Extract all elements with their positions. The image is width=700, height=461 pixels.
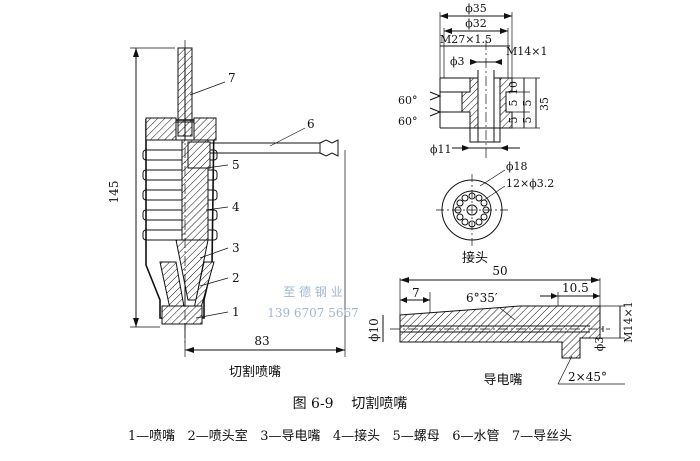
dim-d11: ϕ11: [430, 143, 452, 156]
dim-h35: 35: [538, 97, 551, 111]
dim-m14-electrode: M14×1: [622, 301, 635, 342]
dim-d35: ϕ35: [465, 2, 487, 15]
dim-h5b: 5: [521, 100, 534, 107]
watermark-company: 至 德 钢 业: [283, 284, 342, 299]
callout-2: 2: [232, 271, 240, 285]
callout-1: 1: [232, 305, 240, 319]
parts-legend: 1—喷嘴 2—喷头室 3—导电嘴 4—接头 5—螺母 6—水管 7—导丝头: [128, 428, 572, 444]
dim-m14: M14×1: [506, 45, 547, 58]
dim-width-83: 83: [254, 334, 269, 348]
electrode-view-title: 导电嘴: [483, 373, 522, 388]
dim-angle-60b: 60°: [398, 115, 418, 128]
watermark-phone: 139 6707 5667: [267, 306, 359, 320]
joint-end-view: ϕ18 12×ϕ3.2 接头: [436, 160, 554, 266]
dim-h10: 10: [507, 81, 520, 95]
dim-chamfer: 2×45°: [568, 370, 607, 384]
dim-h5d: 5: [521, 117, 534, 124]
dim-angle-60a: 60°: [398, 94, 418, 107]
dim-d18: ϕ18: [506, 160, 528, 173]
callout-6: 6: [307, 117, 315, 131]
joint-view-title: 接头: [462, 250, 488, 266]
nozzle-view-title: 切割喷嘴: [229, 364, 281, 380]
figure-caption: 图 6-9 切割喷嘴: [293, 395, 408, 412]
dim-h5a: 5: [507, 100, 520, 107]
dim-d32: ϕ32: [465, 17, 487, 30]
callout-7: 7: [228, 71, 236, 85]
callout-3: 3: [232, 241, 240, 255]
dim-angle-6-35: 6°35′: [466, 291, 498, 305]
dim-len-7: 7: [412, 286, 420, 300]
callout-4: 4: [232, 200, 240, 214]
dim-d10: ϕ10: [367, 318, 381, 341]
dim-holes: 12×ϕ3.2: [506, 177, 554, 190]
dim-len-50: 50: [492, 264, 507, 278]
callout-5: 5: [232, 158, 240, 172]
joint-section-view: ϕ35 ϕ32 M27×1.5 M14×1 ϕ3 10 5 5 5 5 35 6…: [398, 2, 551, 160]
electrode-view: 50 7 10.5 6°35′ ϕ10 ϕ3 M14×1 2×45° 导电嘴: [367, 264, 635, 388]
dim-m27: M27×1.5: [440, 33, 492, 46]
dim-d3-electrode: ϕ3: [593, 337, 606, 352]
dim-h5c: 5: [507, 117, 520, 124]
dim-height-145: 145: [107, 181, 121, 204]
dim-len-10-5: 10.5: [562, 281, 589, 295]
nozzle-assembly-view: 145 83 1 2 3 4 5 6 7 切割喷嘴: [107, 40, 346, 380]
dim-d3: ϕ3: [450, 55, 465, 68]
